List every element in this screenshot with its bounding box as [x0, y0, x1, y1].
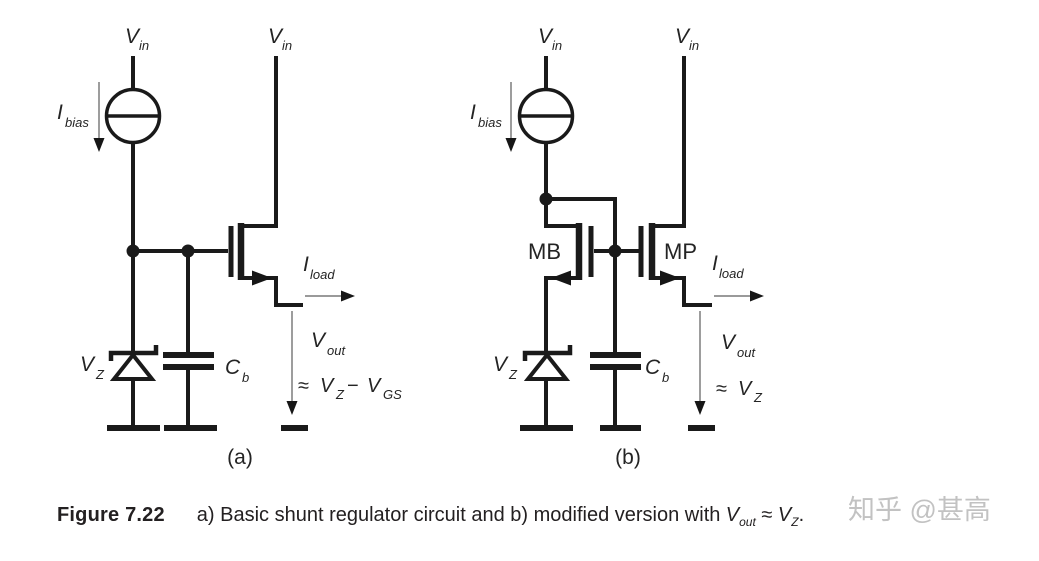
a-vz-label: V	[80, 353, 96, 376]
a-cb-label: C	[225, 356, 241, 379]
b-iload-arrowhead	[750, 290, 764, 302]
a-vz-sub: Z	[95, 367, 105, 382]
a-vin-left-sub: in	[139, 38, 149, 53]
a-ibias-label: I	[57, 101, 63, 124]
figure-number: Figure 7.22	[57, 504, 165, 526]
a-formula-minus: −	[347, 375, 359, 397]
b-ibias-label: I	[470, 101, 476, 124]
b-panel-label: (b)	[615, 446, 641, 469]
a-panel-label: (a)	[227, 446, 253, 469]
caption-vout-sub: out	[739, 515, 756, 529]
a-vout-sub: out	[327, 343, 346, 358]
caption-vz: V	[777, 504, 792, 526]
b-mb-source-arrowhead	[551, 270, 571, 286]
a-iload-sub: load	[310, 267, 335, 282]
a-zener-triangle	[109, 351, 157, 381]
b-formula-v1-sub: Z	[753, 390, 763, 405]
a-node-dot-1	[126, 244, 140, 258]
a-vout-label: V	[311, 329, 327, 352]
a-vin-right-sub: in	[282, 38, 292, 53]
b-mb-source-wire	[544, 276, 577, 352]
a-vout-arrowhead	[286, 401, 298, 415]
b-formula-approx: ≈	[716, 378, 727, 400]
caption-vout: V	[725, 504, 740, 526]
caption-text: a) Basic shunt regulator circuit and b) …	[196, 504, 805, 529]
circuit-a: V in V in I bias V Z C b I load V out ≈ …	[57, 25, 402, 469]
b-mb-drain-wire	[544, 143, 577, 228]
b-cb-label: C	[645, 356, 661, 379]
a-formula-approx: ≈	[298, 375, 309, 397]
b-iload-sub: load	[719, 266, 744, 281]
b-mb-label: MB	[528, 239, 561, 264]
b-ibias-sub: bias	[478, 115, 502, 130]
caption-approx: ≈	[755, 504, 778, 526]
a-formula-v1-sub: Z	[335, 387, 345, 402]
b-vin-right-label: V	[675, 25, 691, 48]
b-iload-label: I	[712, 252, 718, 275]
b-vin-left-label: V	[538, 25, 554, 48]
watermark: 知乎 @甚高	[848, 495, 991, 525]
b-mp-source-arrowhead	[660, 270, 680, 286]
a-vin-left-label: V	[125, 25, 141, 48]
b-ibias-arrowhead	[505, 138, 517, 152]
b-zener-triangle	[523, 351, 571, 381]
caption-formula: Vout ≈ VZ.	[725, 504, 805, 529]
b-vout-arrowhead	[694, 401, 706, 415]
a-mosfet-drain-wire	[244, 56, 278, 228]
caption-vz-sub: Z	[791, 515, 799, 529]
b-vout-sub: out	[737, 345, 756, 360]
a-ibias-sub: bias	[65, 115, 89, 130]
b-vin-right-sub: in	[689, 38, 699, 53]
figure-caption: Figure 7.22 a) Basic shunt regulator circ…	[57, 503, 804, 534]
b-vz-sub: Z	[508, 367, 518, 382]
a-cb-sub: b	[242, 370, 249, 385]
a-node-dot-2	[181, 244, 195, 258]
a-iload-arrowhead	[341, 290, 355, 302]
b-node-dot-1	[539, 192, 553, 206]
a-iload-label: I	[303, 253, 309, 276]
a-formula-v2-sub: GS	[383, 387, 402, 402]
caption-period: .	[798, 504, 805, 526]
b-vin-left-sub: in	[552, 38, 562, 53]
b-mp-label: MP	[664, 239, 697, 264]
a-formula-v2: V	[367, 375, 382, 397]
b-diode-connect-wire	[546, 197, 617, 251]
caption-body: a) Basic shunt regulator circuit and b) …	[196, 504, 721, 526]
b-formula-v1: V	[738, 378, 753, 400]
a-mosfet-source-arrowhead	[252, 270, 272, 286]
b-vz-label: V	[493, 353, 509, 376]
b-cb-sub: b	[662, 370, 669, 385]
circuit-b: V in V in I bias MB MP V Z C b I load V …	[470, 25, 764, 469]
b-vout-label: V	[721, 331, 737, 354]
b-mp-drain-wire	[655, 56, 686, 228]
a-ibias-arrowhead	[93, 138, 105, 152]
a-vin-right-label: V	[268, 25, 284, 48]
circuit-diagram: V in V in I bias V Z C b I load V out ≈ …	[57, 25, 764, 469]
a-formula-v1: V	[320, 375, 335, 397]
